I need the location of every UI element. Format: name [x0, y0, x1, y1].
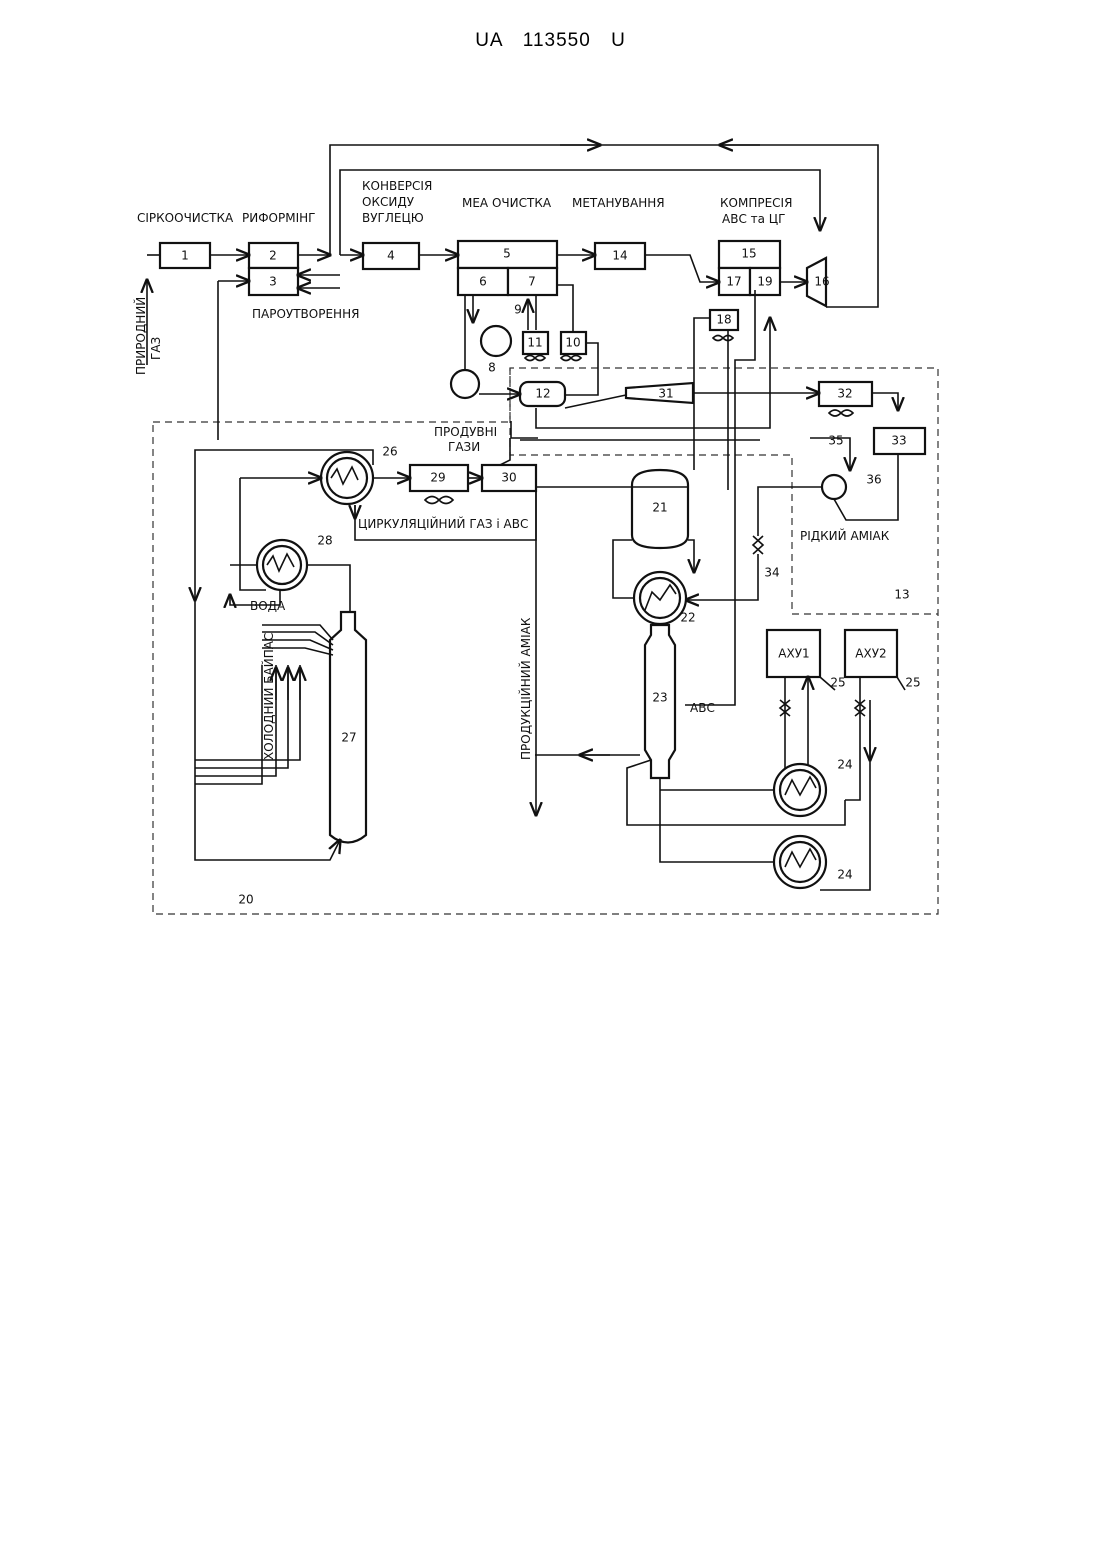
- label-product-ammonia: ПРОДУКЦІЙНИЙ АМІАК: [518, 617, 533, 760]
- unit-5: 5: [503, 247, 511, 261]
- unit-7: 7: [528, 275, 536, 289]
- label-ahu1: АХУ1: [778, 647, 809, 661]
- unit-3: 3: [269, 275, 277, 289]
- unit-32: 32: [837, 387, 852, 401]
- label-sulfur-cleaning: СІРКООЧИСТКА: [137, 211, 234, 225]
- unit-24a: 24: [837, 758, 852, 772]
- label-natural-gas-1: ПРИРОДНИЙ: [133, 297, 148, 375]
- label-abc: АВС: [690, 701, 715, 715]
- unit-18: 18: [716, 313, 731, 327]
- unit-29: 29: [430, 471, 445, 485]
- pump-8: [451, 370, 479, 398]
- unit-10: 10: [565, 336, 580, 350]
- fan-icon-18: [713, 336, 733, 341]
- label-water: ВОДА: [250, 599, 286, 613]
- unit-23: 23: [652, 691, 667, 705]
- label-purge-1: ПРОДУВНІ: [434, 425, 497, 439]
- pump-9: [481, 326, 511, 356]
- unit-17: 17: [726, 275, 741, 289]
- pump-36: [822, 475, 846, 499]
- unit-21: 21: [652, 501, 667, 515]
- unit-27: 27: [341, 731, 356, 745]
- label-cold-bypass: ХОЛОДНИЙ БАЙПАС: [261, 633, 276, 760]
- label-compression-2: АВС та ЦГ: [722, 212, 785, 226]
- unit-25b: 25: [905, 676, 920, 690]
- fan-icon-29: [425, 497, 453, 504]
- label-liquid-ammonia: РІДКИЙ АМІАК: [800, 528, 890, 543]
- label-co-conversion-1: КОНВЕРСІЯ: [362, 179, 432, 193]
- unit-34: 34: [764, 566, 779, 580]
- unit-11: 11: [527, 336, 542, 350]
- label-reforming: РИФОРМІНГ: [242, 211, 315, 225]
- boundary-13: [510, 368, 938, 614]
- unit-2: 2: [269, 249, 277, 263]
- label-mea: МЕА ОЧИСТКА: [462, 196, 552, 210]
- unit-8: 8: [488, 361, 496, 375]
- unit-9: 9: [514, 303, 522, 317]
- unit-35: 35: [828, 434, 843, 448]
- label-circ-gas: ЦИРКУЛЯЦІЙНИЙ ГАЗ і АВС: [358, 516, 528, 531]
- label-steam-gen: ПАРОУТВОРЕННЯ: [252, 307, 359, 321]
- unit-4: 4: [387, 249, 395, 263]
- fan-icon-32: [829, 410, 853, 416]
- unit-15: 15: [741, 247, 756, 261]
- unit-6: 6: [479, 275, 487, 289]
- unit-28: 28: [317, 534, 332, 548]
- unit-36: 36: [866, 473, 881, 487]
- unit-31: 31: [658, 387, 673, 401]
- unit-22: 22: [680, 611, 695, 625]
- fan-icon-11: [525, 356, 545, 361]
- label-co-conversion-2: ОКСИДУ: [362, 195, 415, 209]
- reactor-27: [330, 612, 366, 843]
- unit-16: 16: [814, 275, 829, 289]
- label-methanation: МЕТАНУВАННЯ: [572, 196, 665, 210]
- unit-14: 14: [612, 249, 627, 263]
- fan-icon-10: [561, 356, 581, 361]
- unit-24b: 24: [837, 868, 852, 882]
- unit-26: 26: [382, 445, 397, 459]
- unit-20: 20: [238, 893, 253, 907]
- label-natural-gas-2: ГАЗ: [149, 337, 163, 360]
- unit-33: 33: [891, 434, 906, 448]
- label-co-conversion-3: ВУГЛЕЦЮ: [362, 211, 424, 225]
- unit-25a: 25: [830, 676, 845, 690]
- unit-12: 12: [535, 387, 550, 401]
- unit-1: 1: [181, 249, 189, 263]
- unit-30: 30: [501, 471, 516, 485]
- synthesis-loop: [195, 438, 905, 890]
- label-compression-1: КОМПРЕСІЯ: [720, 196, 792, 210]
- unit-19: 19: [757, 275, 772, 289]
- unit-13: 13: [894, 588, 909, 602]
- label-ahu2: АХУ2: [855, 647, 886, 661]
- label-purge-2: ГАЗИ: [448, 440, 480, 454]
